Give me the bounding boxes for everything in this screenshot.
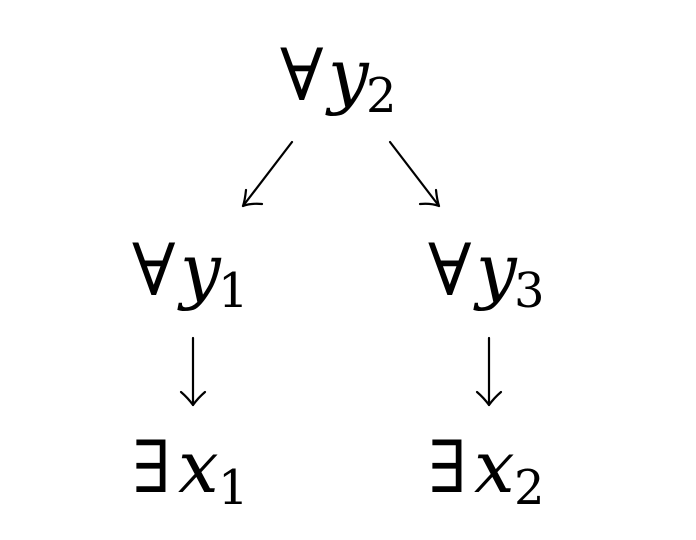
- edge-right-rightchild-arrowhead: [475, 390, 503, 407]
- node-left-child-subscript: 1: [218, 460, 249, 516]
- edge-root-right-shaft: [388, 140, 441, 208]
- node-right-subscript: 3: [514, 263, 545, 319]
- edge-root-right: [388, 140, 441, 208]
- edge-right-rightchild: [475, 336, 503, 407]
- node-left-child-quantifier: ∃: [132, 425, 171, 509]
- edge-root-left-shaft: [241, 140, 294, 208]
- node-root-variable: y: [325, 33, 370, 117]
- node-left-quantifier: ∀: [132, 228, 176, 312]
- node-right-child-quantifier: ∃: [428, 425, 467, 509]
- node-root: ∀ y 2: [280, 33, 397, 124]
- node-right-quantifier: ∀: [428, 228, 472, 312]
- node-right-child: ∃ x 2: [428, 425, 545, 516]
- edge-root-left-arrowhead: [241, 188, 264, 208]
- node-left-child: ∃ x 1: [132, 425, 249, 516]
- edge-root-left: [241, 140, 294, 208]
- node-left-child-variable: x: [178, 425, 219, 509]
- node-root-subscript: 2: [366, 68, 397, 124]
- node-left-variable: y: [177, 228, 222, 312]
- node-root-quantifier: ∀: [280, 33, 324, 117]
- edge-left-leftchild: [179, 336, 207, 407]
- node-left: ∀ y 1: [132, 228, 249, 319]
- node-left-subscript: 1: [218, 263, 249, 319]
- edge-root-right-arrowhead: [418, 188, 441, 208]
- node-right-child-subscript: 2: [514, 460, 545, 516]
- node-right: ∀ y 3: [428, 228, 545, 319]
- edge-left-leftchild-arrowhead: [179, 390, 207, 407]
- node-right-variable: y: [473, 228, 518, 312]
- node-right-child-variable: x: [474, 425, 515, 509]
